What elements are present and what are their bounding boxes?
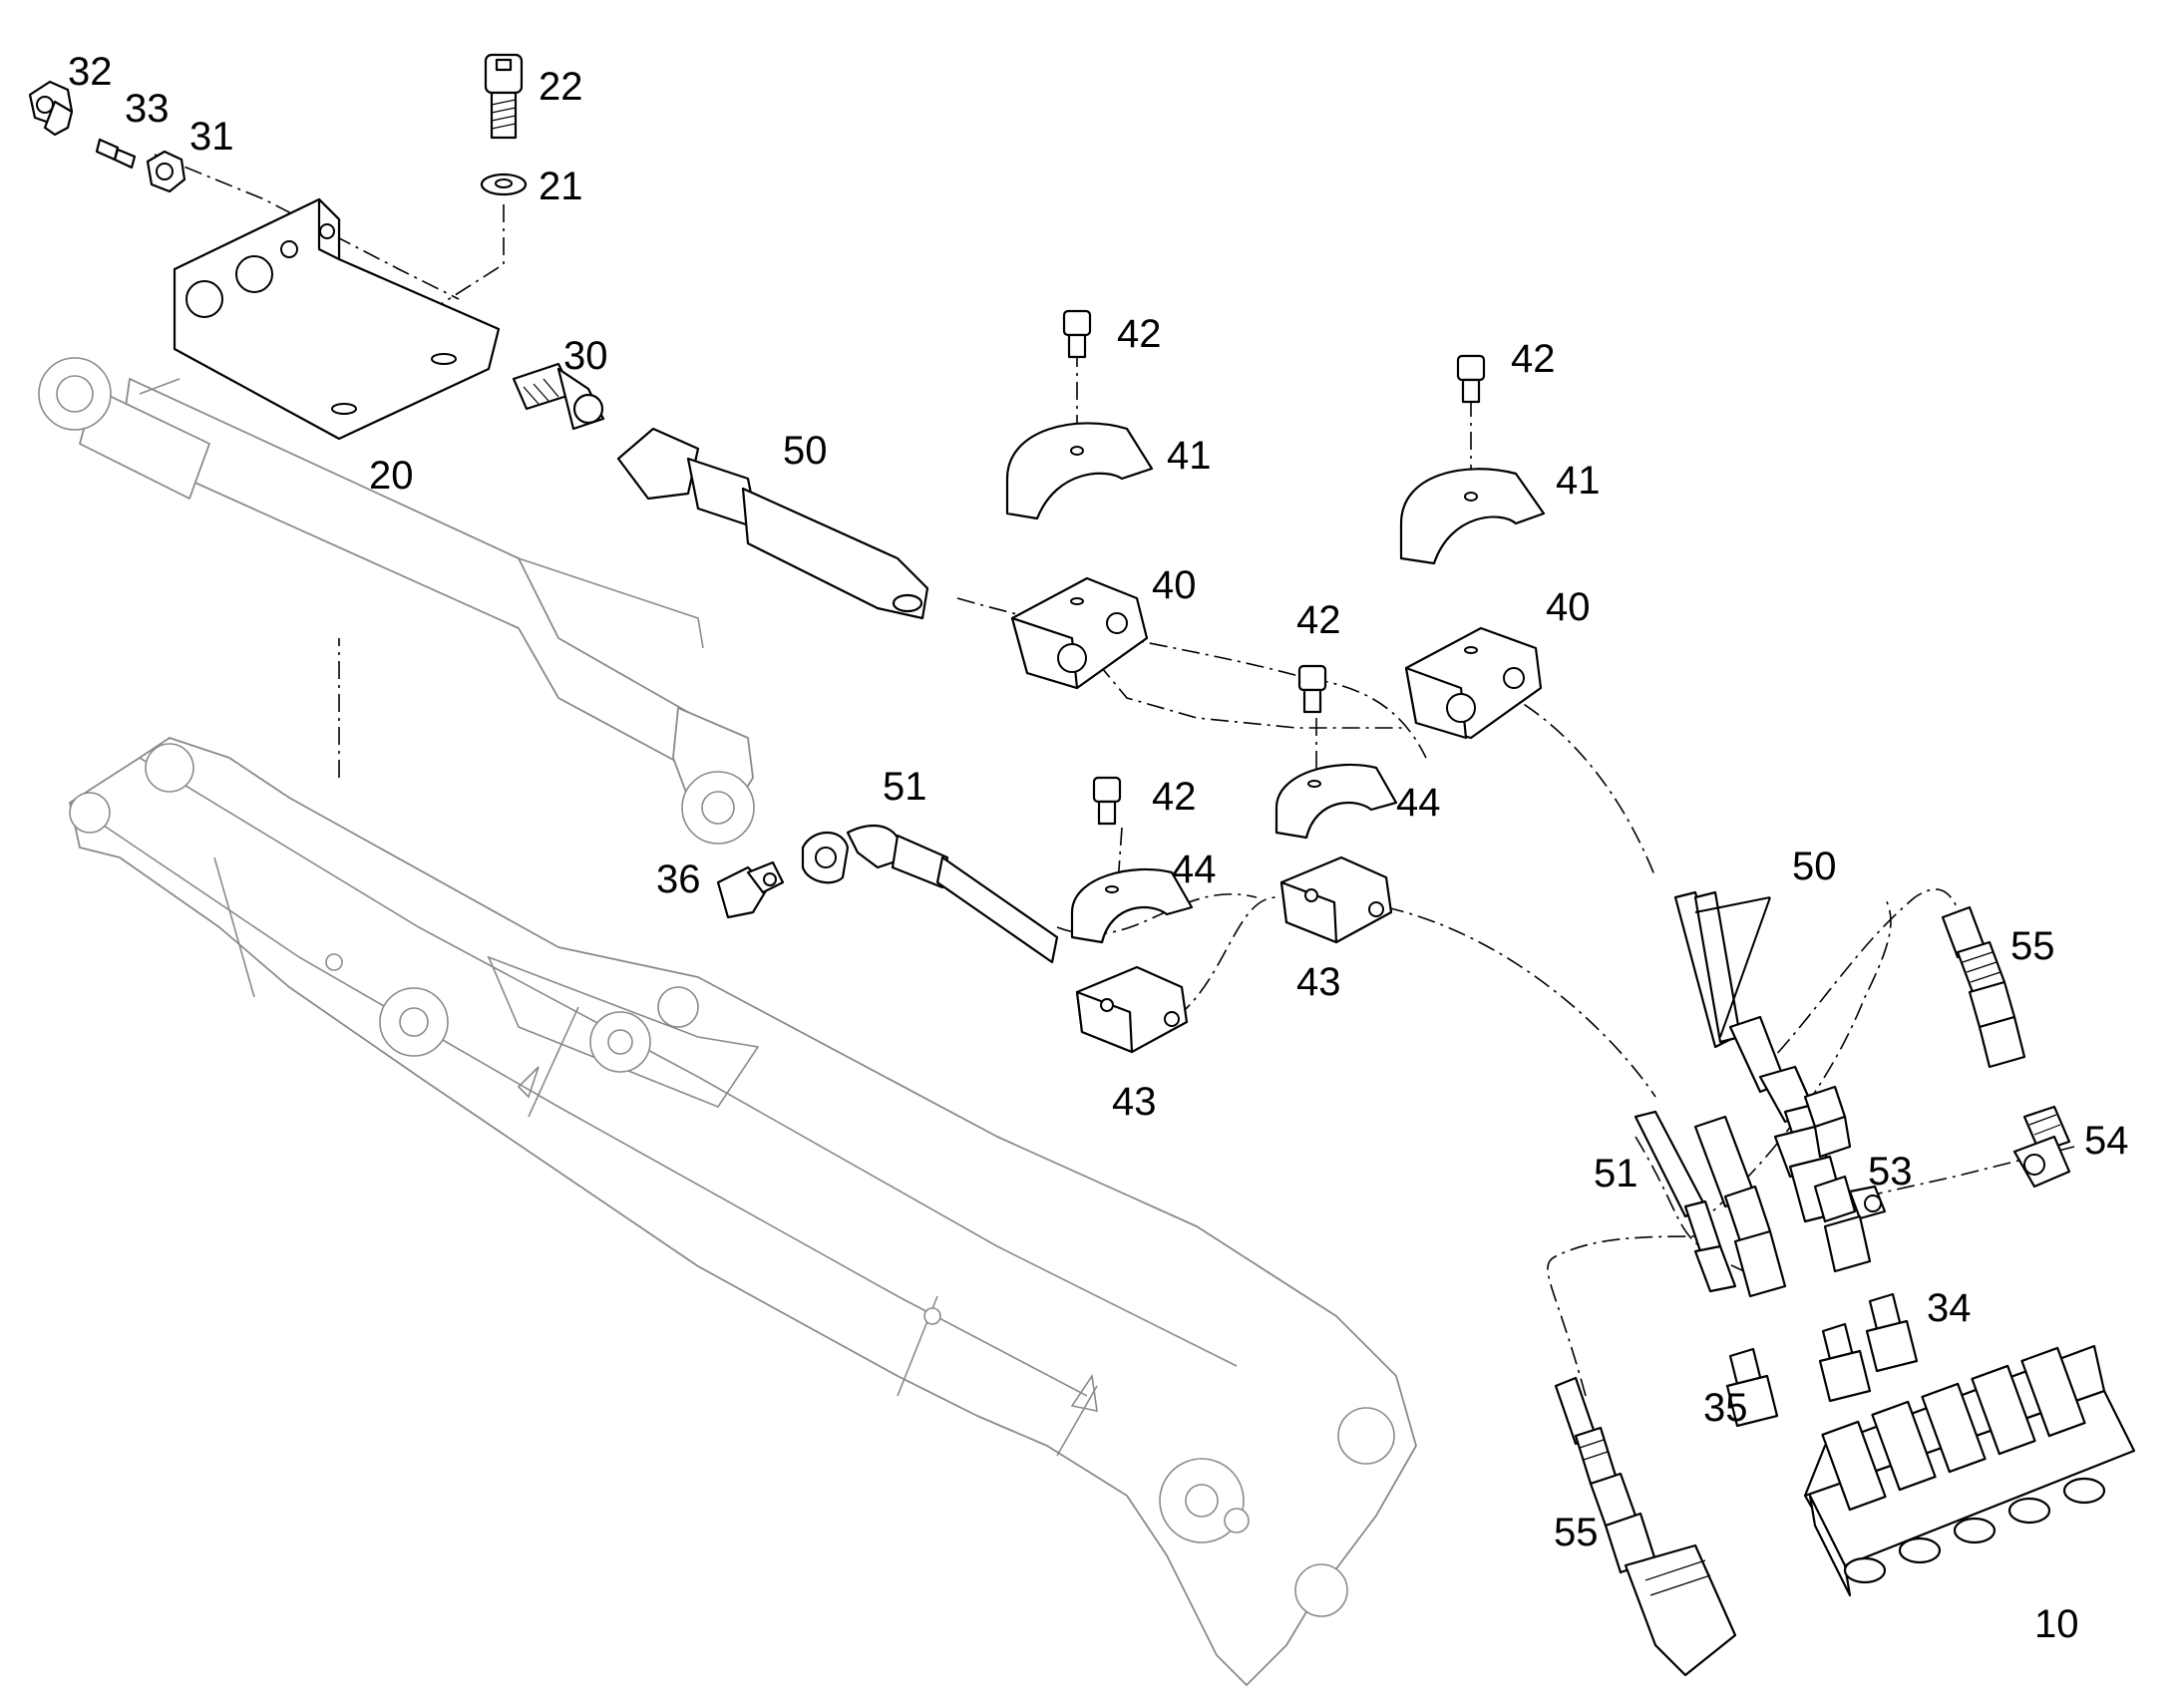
part-40-block-b (1404, 626, 1543, 740)
callout-34: 34 (1927, 1286, 1972, 1330)
callout-51-hose: 51 (883, 765, 927, 809)
callout-42-a: 42 (1117, 312, 1162, 356)
part-55-coupler-b (1554, 1376, 1737, 1677)
part-21-washer (480, 172, 528, 196)
part-32-nut (28, 80, 74, 137)
callout-10: 10 (2034, 1602, 2079, 1646)
callout-40-b: 40 (1546, 585, 1591, 629)
part-53-tee (1813, 1175, 1887, 1273)
callout-labels: 32 33 31 22 21 30 20 50 42 41 40 42 41 4… (68, 50, 2129, 1646)
callout-36: 36 (656, 857, 701, 901)
callout-50-pointer (1694, 896, 1771, 1038)
callout-44-b: 44 (1172, 848, 1217, 891)
part-41-cover-a (1005, 422, 1154, 520)
part-34-adapters (1818, 1292, 1919, 1403)
callout-44-a: 44 (1396, 781, 1441, 825)
callout-35: 35 (1703, 1386, 1748, 1430)
callout-51-end: 51 (1594, 1152, 1638, 1196)
part-43-block-a (1279, 855, 1393, 944)
part-31-nut (146, 150, 186, 193)
part-35-adapter (1725, 1347, 1779, 1428)
part-44-cover-b (1070, 867, 1194, 944)
boom-arm-ghost (69, 737, 1417, 1686)
callout-55-b: 55 (1554, 1511, 1599, 1554)
callout-55-a: 55 (2010, 924, 2055, 968)
callout-22: 22 (539, 65, 583, 109)
part-50-hose-top (616, 427, 929, 620)
callout-33: 33 (125, 87, 170, 131)
part-33-nipple (95, 138, 137, 170)
part-10-coupler-block (1803, 1344, 2136, 1597)
part-42-screw-a (1062, 309, 1092, 359)
callout-21: 21 (539, 165, 583, 208)
callout-20: 20 (369, 454, 414, 498)
part-36-fitting (716, 860, 785, 919)
part-42-screw-b (1456, 354, 1486, 404)
callout-42-d: 42 (1152, 775, 1197, 819)
callout-43-a: 43 (1296, 960, 1341, 1004)
part-20-bracket (173, 197, 501, 441)
part-43-block-b (1075, 965, 1189, 1054)
part-42-screw-c (1297, 664, 1327, 714)
part-55-coupler-a (1941, 905, 2026, 1069)
callout-54: 54 (2084, 1119, 2129, 1163)
callout-31: 31 (189, 115, 234, 159)
part-51-hose-mid (801, 825, 1059, 964)
part-30-adapter (512, 362, 605, 431)
part-40-block-a (1010, 576, 1149, 690)
part-54-elbow (2012, 1105, 2071, 1189)
callout-42-b: 42 (1511, 337, 1556, 381)
callout-50-end: 50 (1792, 845, 1837, 888)
callout-42-c: 42 (1296, 598, 1341, 642)
callout-43-b: 43 (1112, 1080, 1157, 1124)
callout-40-a: 40 (1152, 563, 1197, 607)
part-42-screw-d (1092, 776, 1122, 826)
part-41-cover-b (1399, 468, 1546, 565)
hydraulic-cylinder-ghost (38, 357, 755, 845)
part-22-cap-screw (484, 53, 524, 140)
callout-50-hose: 50 (783, 429, 828, 473)
callout-41-b: 41 (1556, 459, 1601, 503)
callout-41-a: 41 (1167, 434, 1212, 478)
callout-53: 53 (1868, 1150, 1913, 1194)
callout-30: 30 (563, 334, 608, 378)
callout-32: 32 (68, 50, 113, 94)
hose-ends-right (1634, 890, 1852, 1298)
part-44-cover-a (1274, 763, 1398, 840)
